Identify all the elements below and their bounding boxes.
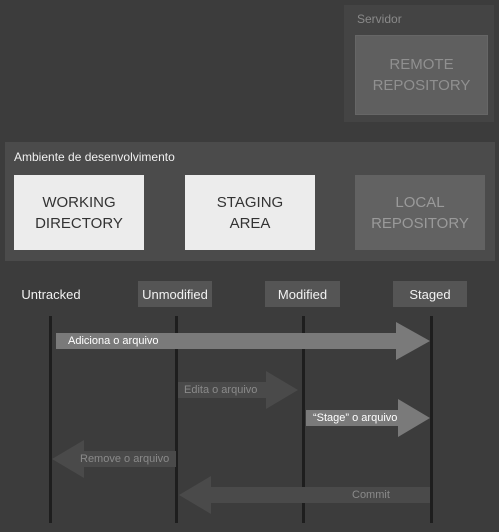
arrow-add-label: Adiciona o arquivo: [68, 335, 159, 347]
dev-environment-label: Ambiente de desenvolvimento: [14, 150, 175, 164]
local-line-2: REPOSITORY: [371, 214, 469, 232]
remote-line-2: REPOSITORY: [372, 77, 471, 94]
working-directory-box: WORKING DIRECTORY: [14, 175, 144, 250]
remote-repository-box: REMOTE REPOSITORY: [355, 35, 488, 115]
remote-line-1: REMOTE: [389, 56, 454, 73]
arrow-remove-label: Remove o arquivo: [80, 453, 170, 465]
timeline-modified: [302, 316, 305, 523]
arrow-remove-file: Remove o arquivo: [52, 440, 176, 478]
timeline-unmodified: [175, 316, 178, 523]
timeline-staged: [430, 316, 433, 523]
arrow-add-shape: [56, 322, 430, 360]
arrow-stage-shape: [306, 399, 430, 437]
arrow-commit-shape: [179, 476, 430, 514]
arrow-edit-file: Edita o arquivo: [178, 371, 298, 409]
state-untracked: Untracked: [21, 286, 81, 302]
arrow-edit-shape: [178, 371, 298, 409]
staging-line-1: STAGING: [216, 193, 284, 211]
arrow-commit: Commit: [179, 476, 430, 514]
arrow-commit-label: Commit: [352, 489, 390, 501]
timeline-untracked: [49, 316, 52, 523]
local-line-1: LOCAL: [395, 193, 445, 211]
state-unmodified: Unmodified: [138, 281, 212, 307]
local-repository-box: LOCAL REPOSITORY: [355, 175, 485, 250]
arrow-stage-file: “Stage” o arquivo: [306, 399, 430, 437]
arrow-edit-label: Edita o arquivo: [184, 384, 258, 396]
arrow-stage-label: “Stage” o arquivo: [313, 412, 398, 424]
arrow-add-file: Adiciona o arquivo: [56, 322, 430, 360]
state-modified: Modified: [265, 281, 340, 307]
staging-area-box: STAGING AREA: [185, 175, 315, 250]
working-line-1: WORKING: [42, 193, 116, 211]
server-label: Servidor: [357, 12, 402, 26]
state-staged: Staged: [393, 281, 467, 307]
arrow-remove-shape: [52, 440, 176, 478]
staging-line-2: AREA: [229, 214, 271, 232]
working-line-2: DIRECTORY: [35, 214, 123, 232]
